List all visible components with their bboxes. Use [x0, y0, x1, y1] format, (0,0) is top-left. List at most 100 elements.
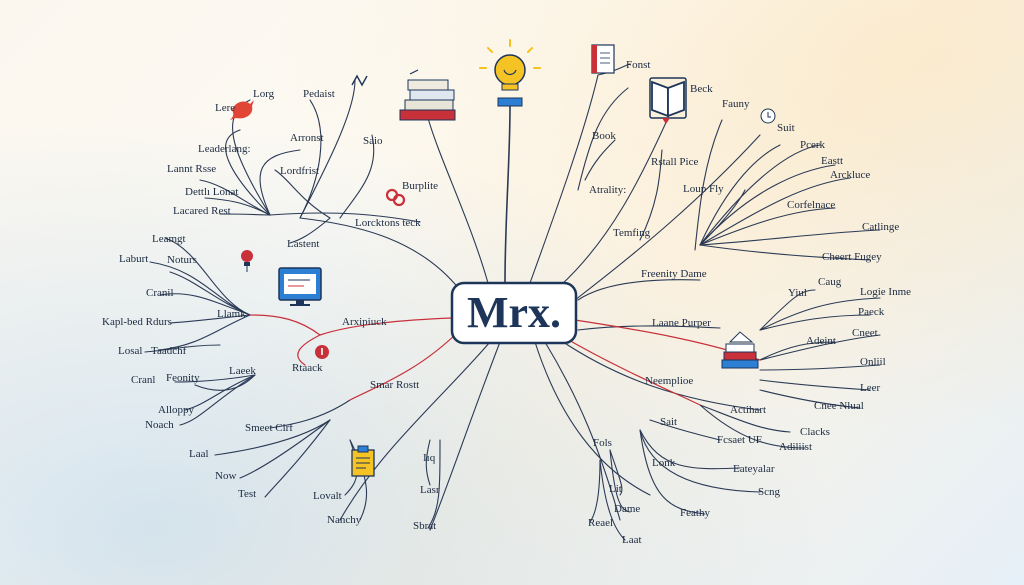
l-7 — [144, 344, 221, 353]
tl-11 — [289, 217, 331, 244]
label-l09: Dettlı Lonat — [185, 186, 238, 198]
tr-5 — [694, 119, 723, 251]
node-labels: Lere Lorg Pedaist Arronst Saio Leaderlan… — [102, 59, 911, 546]
label-l55: Yiul — [788, 287, 807, 299]
tl-6 — [219, 213, 271, 216]
bl-4 — [264, 419, 331, 498]
label-l79: Laat — [622, 534, 642, 546]
label-l37: Lasr — [420, 484, 440, 496]
l-5 — [159, 314, 251, 351]
tr-3 — [584, 139, 616, 181]
label-l48: Atrality: — [589, 184, 626, 196]
label-l60: Adeint — [806, 335, 836, 347]
l-4 — [169, 314, 251, 324]
label-l63: Onliil — [860, 356, 886, 368]
tr-2 — [577, 87, 629, 191]
open-book-icon — [649, 77, 687, 124]
label-l26: Rtaack — [292, 362, 323, 374]
label-l07: Lannt Rsse — [167, 163, 216, 175]
label-l66: Cnee Nlual — [814, 400, 864, 412]
red-left — [297, 317, 453, 366]
label-l49: Loup Fly — [683, 183, 724, 195]
label-l04: Arronst — [290, 132, 324, 144]
label-l59: Laane Purper — [652, 317, 711, 329]
bl-8 — [427, 439, 441, 529]
rl-9 — [699, 404, 791, 433]
label-l62: Neemplioe — [645, 375, 693, 387]
label-l53: Cheert Fugey — [822, 251, 882, 263]
label-l10: Lacared Rest — [173, 205, 231, 217]
label-l28: Noach — [145, 419, 174, 431]
label-l20: Arxipiuck — [342, 316, 387, 328]
spoke-right-book — [559, 117, 669, 287]
bl-3 — [239, 419, 331, 479]
label-l77: Feathy — [680, 507, 710, 519]
label-l29: Smar Rostt — [370, 379, 419, 391]
label-l76: Dame — [614, 503, 640, 515]
label-l05: Saio — [363, 135, 383, 147]
bl-1 — [269, 399, 351, 429]
rl-2 — [759, 297, 881, 331]
br-3 — [639, 429, 761, 493]
rl-3 — [759, 314, 871, 331]
l-10 — [179, 374, 256, 426]
bird-icon — [230, 100, 254, 120]
l-2 — [169, 271, 251, 316]
br-1 — [649, 419, 721, 441]
label-l39: Fonst — [626, 59, 650, 71]
rl-4 — [759, 341, 836, 361]
spoke-bottom-right-1 — [544, 341, 621, 521]
label-l40: Beck — [690, 83, 713, 95]
label-l12: Lorcktons teck — [355, 217, 421, 229]
tr-7 — [699, 144, 821, 246]
timer-icon — [760, 108, 776, 124]
label-l19: Kapl-bed Rdurs — [102, 316, 172, 328]
tl-5 — [204, 197, 271, 216]
label-l25: Laeek — [229, 365, 256, 377]
l-11 — [194, 374, 256, 391]
label-l74: Scng — [758, 486, 781, 498]
label-l61: Cneet — [852, 327, 878, 339]
label-l14: Leamgt — [152, 233, 186, 245]
label-l46: Eastt — [821, 155, 843, 167]
tr-13 — [699, 189, 746, 246]
label-l15: Laburt — [119, 253, 148, 265]
label-l41: Book — [592, 130, 616, 142]
label-l06: Leaderlang: — [198, 143, 251, 155]
l-3 — [159, 293, 251, 316]
red-right-low — [559, 334, 701, 406]
l-8 — [174, 374, 256, 383]
tr-12 — [699, 244, 871, 261]
tl-3 — [259, 149, 301, 216]
books-stack-icon — [399, 69, 456, 121]
label-l75: Lit — [609, 483, 622, 495]
red-notebook-icon — [591, 44, 615, 74]
tr-10 — [699, 207, 836, 246]
label-l32: Now — [215, 470, 236, 482]
label-l18: Llamk — [217, 308, 246, 320]
spoke-lower-right — [559, 339, 761, 411]
label-l73: Eateyalar — [733, 463, 775, 475]
label-l22: Taadchf — [151, 345, 187, 357]
bl-2 — [214, 419, 331, 456]
rl-7 — [759, 379, 871, 391]
br-4 — [639, 429, 706, 515]
label-l58: Paeck — [858, 306, 885, 318]
br-8 — [599, 459, 626, 541]
tl-8 — [299, 79, 356, 219]
l-9 — [184, 374, 256, 411]
tr-4 — [639, 149, 663, 241]
central-node[interactable]: Mrx. — [450, 281, 578, 345]
label-l50: Corfelnace — [787, 199, 835, 211]
l-6 — [164, 237, 251, 316]
br-6 — [609, 449, 631, 513]
tl-9 — [339, 134, 375, 219]
br-7 — [589, 459, 601, 523]
label-l47: Arckluce — [830, 169, 870, 181]
label-l23: Cranl — [131, 374, 155, 386]
bl-7 — [425, 439, 431, 486]
tr-1 — [597, 63, 631, 76]
spoke-left-upper — [299, 217, 461, 291]
link-icon — [385, 188, 406, 207]
rl-6 — [759, 364, 881, 371]
